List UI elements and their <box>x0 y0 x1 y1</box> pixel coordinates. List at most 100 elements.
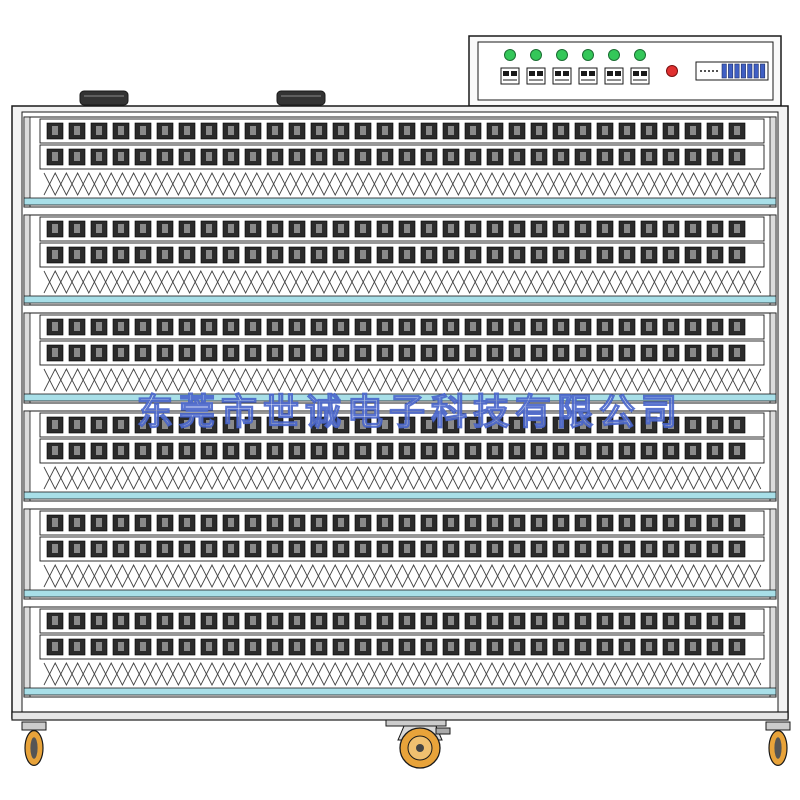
tray-rail <box>23 491 777 500</box>
socket-slot <box>734 152 740 161</box>
socket-slot <box>580 152 586 161</box>
socket-slot <box>734 348 740 357</box>
socket-slot <box>624 152 630 161</box>
socket-slot <box>294 322 300 331</box>
cable-harness <box>43 466 762 490</box>
socket-slot <box>602 348 608 357</box>
socket-slot <box>404 348 410 357</box>
socket-slot <box>118 420 124 429</box>
socket-slot <box>96 126 102 135</box>
socket-slot <box>96 152 102 161</box>
timer-digit <box>641 71 647 76</box>
socket-slot <box>250 446 256 455</box>
socket-slot <box>74 224 80 233</box>
socket-slot <box>426 322 432 331</box>
terminal-pin <box>760 63 766 79</box>
socket-slot <box>206 224 212 233</box>
terminal-pin <box>747 63 753 79</box>
socket-slot <box>404 250 410 259</box>
socket-slot <box>118 518 124 527</box>
timer-digit <box>607 71 613 76</box>
socket-slot <box>690 348 696 357</box>
socket-slot <box>338 322 344 331</box>
socket-slot <box>536 250 542 259</box>
socket-slot <box>668 642 674 651</box>
socket-slot <box>558 126 564 135</box>
shelf-side-rail <box>769 508 777 600</box>
socket-slot <box>206 348 212 357</box>
socket-slot <box>426 518 432 527</box>
socket-slot <box>184 152 190 161</box>
socket-slot <box>580 126 586 135</box>
socket-slot <box>492 518 498 527</box>
socket-slot <box>162 348 168 357</box>
timer-digit <box>615 71 621 76</box>
socket-slot <box>162 224 168 233</box>
socket-slot <box>382 446 388 455</box>
caster-hub <box>416 744 424 752</box>
socket-slot <box>668 420 674 429</box>
terminal-pin <box>728 63 734 79</box>
socket-slot <box>558 250 564 259</box>
socket-slot <box>162 544 168 553</box>
socket-slot <box>448 518 454 527</box>
socket-slot <box>646 224 652 233</box>
socket-slot <box>272 544 278 553</box>
socket-slot <box>580 616 586 625</box>
socket-slot <box>206 544 212 553</box>
caster-hub <box>30 737 38 759</box>
socket-slot <box>360 518 366 527</box>
indicator-light <box>582 49 594 61</box>
shelf <box>23 116 777 208</box>
socket-slot <box>184 348 190 357</box>
socket-slot <box>184 250 190 259</box>
socket-slot <box>382 518 388 527</box>
shelf-side-rail <box>23 410 31 502</box>
socket-slot <box>250 224 256 233</box>
socket-slot <box>712 224 718 233</box>
socket-slot <box>536 518 542 527</box>
socket-slot <box>514 518 520 527</box>
shelf-side-rail <box>769 312 777 404</box>
socket-slot <box>602 224 608 233</box>
socket-slot <box>316 446 322 455</box>
socket-slot <box>536 224 542 233</box>
socket-slot <box>272 224 278 233</box>
socket-slot <box>294 348 300 357</box>
socket-slot <box>338 126 344 135</box>
socket-slot <box>536 642 542 651</box>
socket-slot <box>646 642 652 651</box>
socket-slot <box>668 250 674 259</box>
socket-slot <box>228 518 234 527</box>
socket-slot <box>140 224 146 233</box>
socket-slot <box>448 420 454 429</box>
socket-slot <box>470 126 476 135</box>
socket-slot <box>382 348 388 357</box>
socket-slot <box>316 224 322 233</box>
socket-slot <box>316 420 322 429</box>
shelf-side-rail <box>769 214 777 306</box>
indicator-light <box>608 49 620 61</box>
socket-slot <box>52 322 58 331</box>
shelves <box>23 116 777 698</box>
socket-slot <box>360 616 366 625</box>
timer-digit <box>589 71 595 76</box>
socket-slot <box>470 642 476 651</box>
socket-slot <box>382 250 388 259</box>
shelf <box>23 508 777 600</box>
socket-slot <box>536 348 542 357</box>
socket-slot <box>294 616 300 625</box>
socket-slot <box>316 348 322 357</box>
socket-slot <box>162 322 168 331</box>
socket-slot <box>294 544 300 553</box>
socket-slot <box>712 152 718 161</box>
timer-digit <box>581 71 587 76</box>
cable-harness <box>43 368 762 392</box>
cable-harness <box>43 270 762 294</box>
socket-slot <box>272 348 278 357</box>
socket-slot <box>96 616 102 625</box>
socket-slot <box>668 322 674 331</box>
socket-slot <box>206 642 212 651</box>
socket-slot <box>602 126 608 135</box>
